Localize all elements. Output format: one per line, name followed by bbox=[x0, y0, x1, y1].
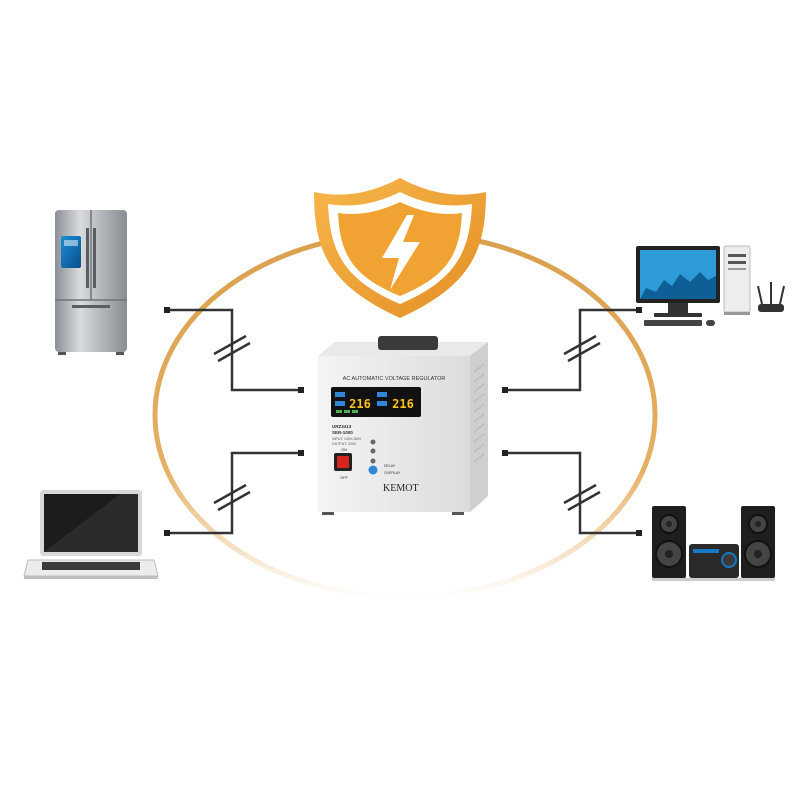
desktop-computer-icon bbox=[636, 245, 751, 326]
fridge-icon bbox=[55, 210, 127, 355]
stereo-speakers-icon bbox=[652, 506, 775, 581]
indicator-light-2 bbox=[370, 448, 376, 454]
switch-on-label: ON bbox=[341, 447, 347, 452]
model-line-2: SER-1000 bbox=[332, 430, 353, 435]
router-icon bbox=[757, 282, 785, 312]
output-voltage-reading: 216 bbox=[392, 397, 414, 411]
spec-line-1: INPUT: 140V-260V bbox=[332, 437, 362, 441]
brand-logo: KEMOT bbox=[383, 483, 419, 494]
switch-off-label: OFF bbox=[340, 475, 349, 480]
regulator-header: AC AUTOMATIC VOLTAGE REGULATOR bbox=[343, 376, 446, 382]
indicator-overlay-label: OVERLAY bbox=[384, 471, 401, 475]
wire-left-bottom bbox=[168, 451, 300, 535]
voltage-regulator-device: AC AUTOMATIC VOLTAGE REGULATOR 216 216 U… bbox=[318, 336, 488, 515]
model-line-1: URZ3413 bbox=[332, 424, 352, 429]
indicator-light-3 bbox=[370, 458, 376, 464]
input-voltage-reading: 216 bbox=[349, 397, 371, 411]
indicator-delay-label: DELAY bbox=[384, 464, 396, 468]
indicator-light-1 bbox=[370, 439, 376, 445]
carry-handle bbox=[378, 336, 438, 350]
display-panel bbox=[331, 387, 421, 417]
reset-button[interactable] bbox=[368, 465, 378, 475]
wire-right-bottom bbox=[505, 451, 638, 535]
wire-left-top bbox=[168, 308, 300, 392]
laptop-icon bbox=[23, 490, 159, 579]
wire-end-dots bbox=[164, 307, 642, 536]
spec-line-2: OUTPUT: 220V bbox=[332, 442, 357, 446]
lightning-shield-icon bbox=[314, 178, 486, 318]
wire-right-top bbox=[505, 308, 638, 392]
